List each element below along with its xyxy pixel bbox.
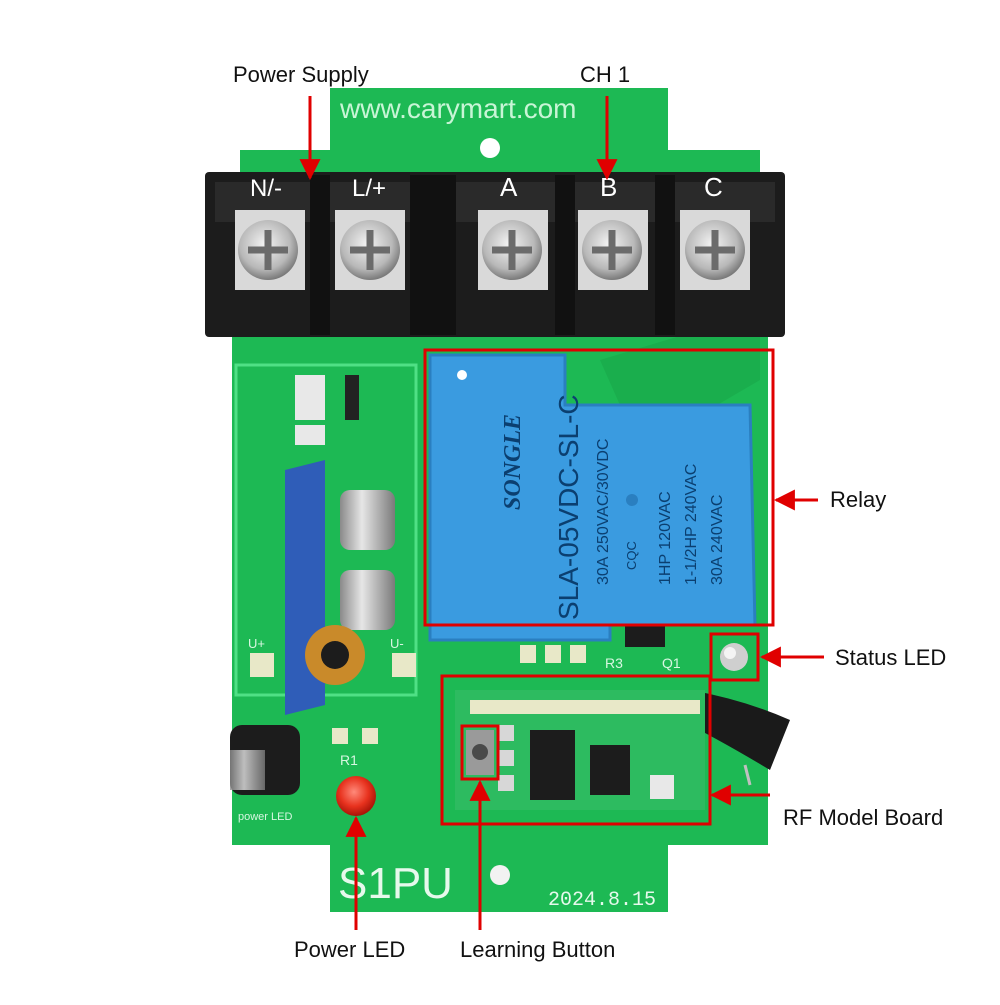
label-power-led: Power LED — [294, 937, 406, 962]
relay-brand: SONGLE — [500, 414, 526, 510]
terminal-label-1: L/+ — [352, 175, 386, 202]
label-relay: Relay — [830, 487, 887, 512]
label-rf-model-board: RF Model Board — [783, 805, 944, 830]
date-silk: 2024.8.15 — [548, 889, 656, 912]
relay-cert: CQC — [624, 541, 639, 570]
status-led-highlight-box — [709, 632, 760, 682]
capacitor — [230, 725, 300, 795]
relay-part: SLA-05VDC-SL-C — [553, 394, 584, 620]
silk-u-plus: U+ — [248, 636, 265, 651]
terminal-screw-a — [478, 210, 548, 290]
smd-components: R3 Q1 — [520, 625, 681, 671]
relay-rating-2: 1HP 120VAC — [657, 491, 674, 585]
status-led — [720, 643, 748, 671]
relay-rating-4: 30A 240VAC — [709, 495, 726, 585]
terminal-screw-c — [680, 210, 750, 290]
label-learning-button: Learning Button — [460, 937, 616, 962]
label-status-led: Status LED — [835, 645, 947, 670]
label-ch1: CH 1 — [580, 62, 631, 87]
annotation-arrows — [299, 96, 824, 930]
terminal-label-3: B — [600, 172, 617, 202]
terminal-screw-n — [235, 210, 305, 290]
silk-q1: Q1 — [662, 655, 681, 671]
relay: SONGLE SLA-05VDC-SL-C 30A 250VAC/30VDC C… — [428, 353, 757, 642]
relay-rating-3: 1-1/2HP 240VAC — [683, 464, 700, 585]
dc-dc-module: U+ U- — [248, 375, 416, 715]
silk-power-led: power LED — [238, 811, 292, 823]
terminal-label-0: N/- — [250, 175, 282, 202]
terminal-label-4: C — [704, 172, 723, 202]
label-power-supply: Power Supply — [233, 62, 369, 87]
antenna-coil — [680, 690, 790, 786]
terminal-screw-l — [335, 210, 405, 290]
silk-r1: R1 — [340, 752, 358, 768]
relay-print: SONGLE SLA-05VDC-SL-C 30A 250VAC/30VDC C… — [500, 394, 726, 620]
terminal-screw-b — [578, 210, 648, 290]
relay-highlight-box — [423, 348, 775, 627]
terminal-block: N/- L/+ A B C — [205, 172, 785, 337]
learning-button-highlight-box — [460, 724, 500, 781]
rf-board-highlight-box — [440, 674, 712, 826]
relay-rating-1: 30A 250VAC/30VDC — [595, 439, 612, 585]
silk-u-minus: U- — [390, 636, 404, 651]
power-led: R1 power LED — [238, 728, 378, 823]
annotation-boxes — [423, 348, 775, 826]
silk-r3: R3 — [605, 655, 623, 671]
website-silk: www.carymart.com — [339, 93, 576, 124]
learning-button — [466, 730, 494, 775]
terminal-label-2: A — [500, 172, 518, 202]
